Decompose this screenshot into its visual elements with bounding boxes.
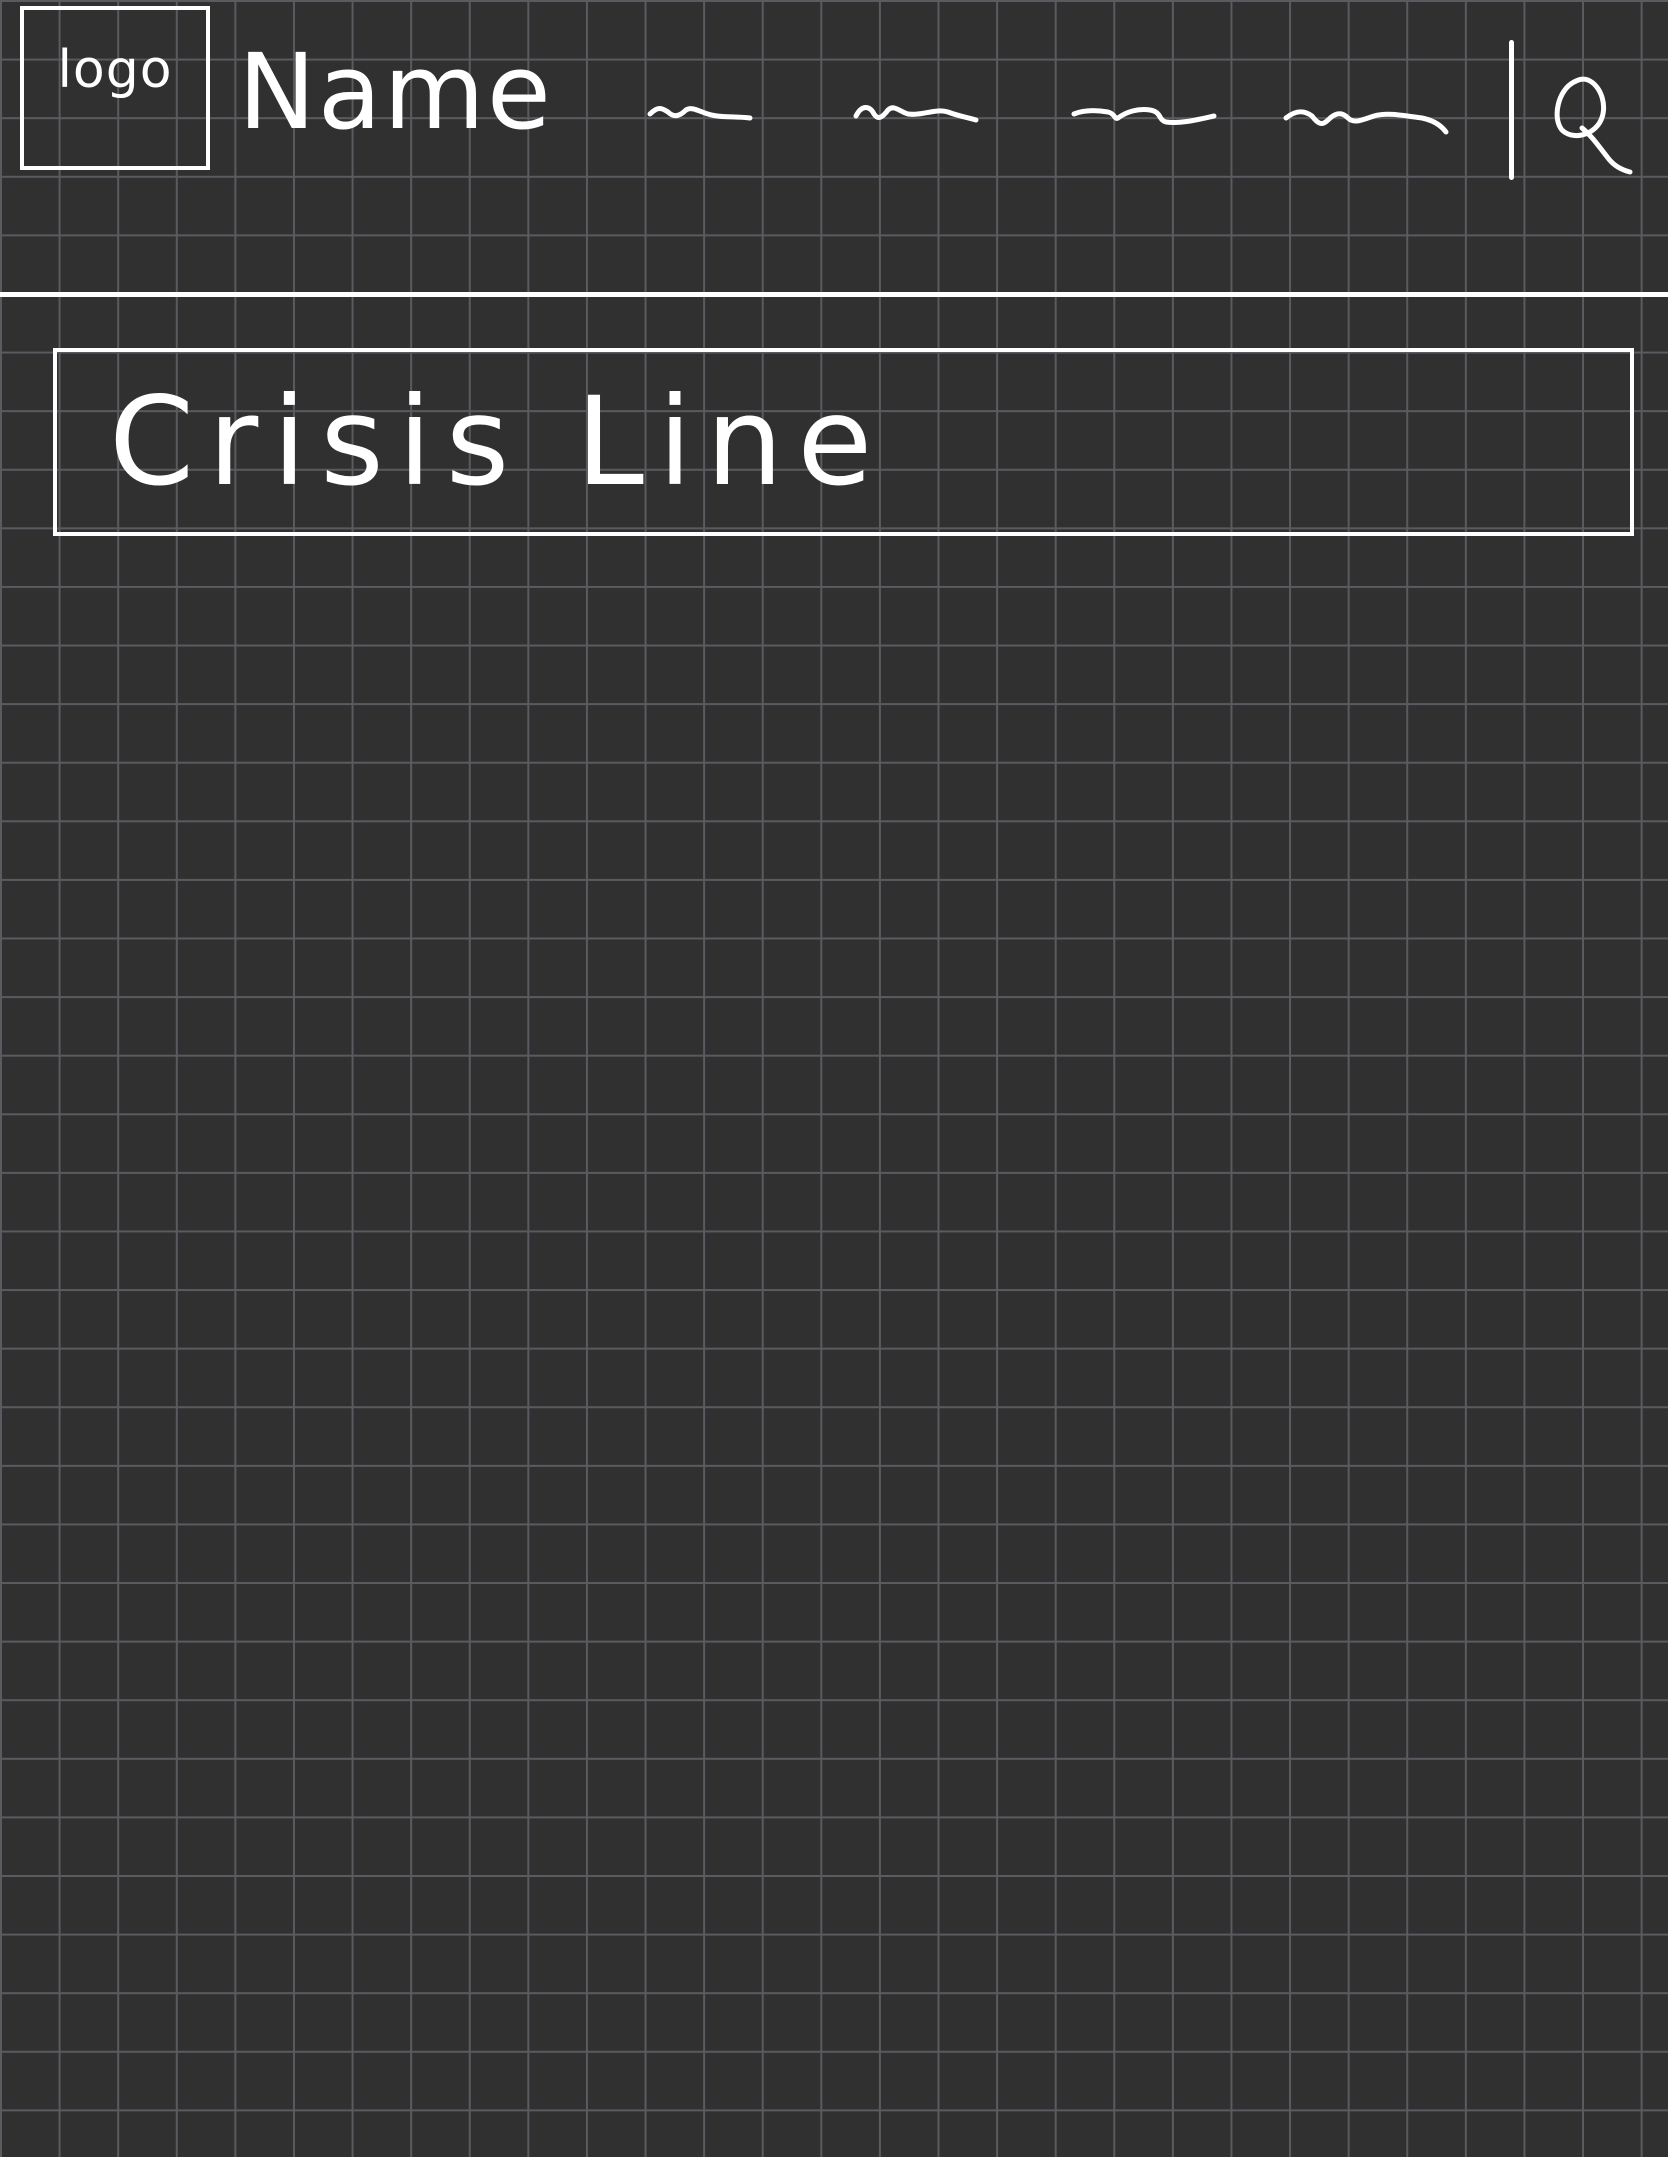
nav-link-4[interactable] (1282, 96, 1452, 136)
site-name[interactable]: Name (238, 31, 553, 153)
nav-link-2[interactable] (852, 96, 982, 136)
banner-title: Crisis Line (109, 371, 887, 513)
nav-bar (0, 96, 1668, 136)
logo[interactable]: logo (20, 6, 210, 170)
nav-link-1[interactable] (646, 96, 756, 136)
nav-divider (1509, 40, 1514, 180)
search-button[interactable] (1548, 70, 1638, 180)
crisis-line-banner[interactable]: Crisis Line (53, 348, 1634, 536)
search-icon (1548, 76, 1638, 184)
nav-link-3[interactable] (1070, 96, 1220, 136)
logo-label: logo (57, 40, 173, 100)
header-divider (0, 292, 1668, 297)
